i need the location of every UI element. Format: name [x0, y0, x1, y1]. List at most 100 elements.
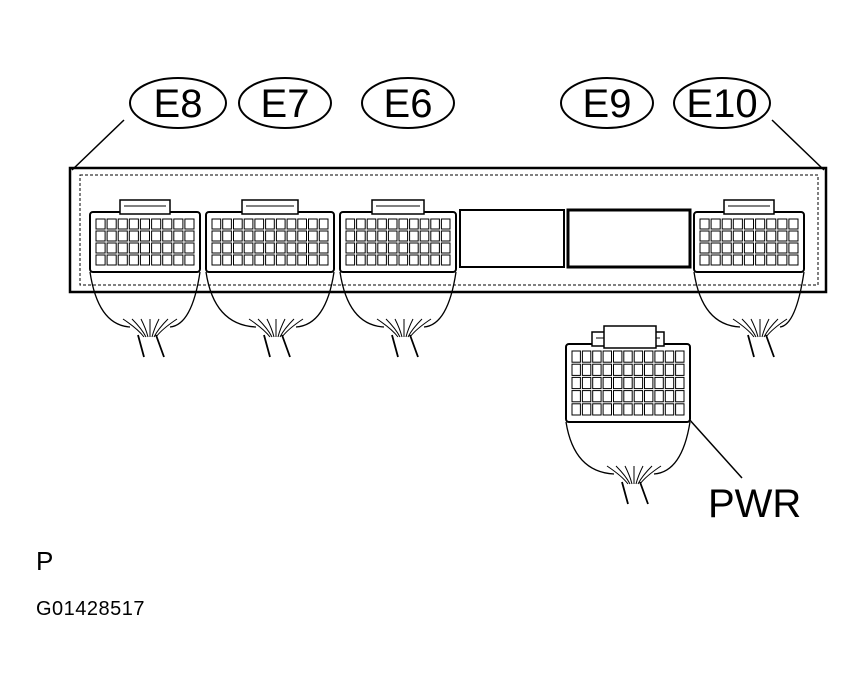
socket-pwr-pin — [644, 363, 654, 376]
socket-e8-pin — [95, 242, 106, 254]
socket-e10-pin — [710, 242, 721, 254]
socket-e10-pin — [755, 254, 766, 266]
harness-e7-outline-left — [205, 271, 257, 328]
socket-e7-pin — [297, 242, 307, 254]
socket-pwr-pin — [623, 403, 633, 416]
socket-e8-pin — [117, 254, 128, 266]
figure-code: G01428517 — [36, 598, 146, 620]
ecu-housing — [68, 166, 828, 294]
socket-pwr-pin — [581, 403, 592, 416]
socket-pwr-pin — [602, 390, 612, 403]
socket-e10-body — [693, 211, 805, 273]
socket-e10-pin — [699, 218, 710, 230]
socket-e7-pin — [318, 230, 329, 242]
socket-pwr-pin — [592, 363, 602, 376]
socket-pwr-pin — [633, 350, 644, 363]
socket-pwr-pin — [623, 390, 633, 403]
socket-e6-pin — [419, 218, 430, 230]
socket-e7-pin — [286, 254, 297, 266]
socket-e10-pin — [777, 218, 788, 230]
socket-pwr-pin — [633, 363, 644, 376]
socket-e6-pin — [356, 230, 366, 242]
socket-e10-pin — [788, 230, 799, 242]
socket-e8-pin — [173, 254, 184, 266]
socket-e10-pin — [721, 230, 732, 242]
harness-pwr-wire — [635, 465, 644, 485]
harness-e8-wire — [122, 318, 145, 338]
socket-e6-pin — [419, 254, 430, 266]
socket-e6-pin — [387, 218, 398, 230]
socket-e6-pin — [409, 218, 419, 230]
socket-e10-pin — [766, 218, 777, 230]
socket-e8-pin — [151, 242, 162, 254]
socket-e10-pin — [710, 218, 721, 230]
socket-e7-pin — [265, 230, 275, 242]
socket-e10-pin — [721, 218, 732, 230]
socket-e8-pins — [95, 218, 195, 266]
socket-e10-pin — [743, 218, 755, 230]
socket-e6-pin — [345, 218, 356, 230]
socket-e8-latch — [119, 199, 171, 215]
socket-e8-pin — [106, 218, 117, 230]
socket-pwr-pin — [633, 390, 644, 403]
harness-e10-outline-left — [693, 271, 741, 328]
socket-e8 — [89, 199, 201, 273]
socket-e10-pin — [743, 254, 755, 266]
socket-pwr-pin — [602, 350, 612, 363]
socket-e6-body — [339, 211, 457, 273]
harness-e10-wire — [741, 318, 757, 338]
socket-e6-pin — [409, 230, 419, 242]
harness-e10 — [693, 271, 805, 358]
socket-pwr-lock — [603, 325, 657, 349]
socket-e6-pin — [440, 242, 451, 254]
socket-pwr-pin — [633, 376, 644, 390]
socket-e6-pin — [398, 230, 409, 242]
socket-e8-pin — [128, 218, 139, 230]
socket-pwr-pin — [613, 376, 623, 390]
blank-socket-right — [566, 208, 692, 269]
socket-e8-pin — [162, 230, 173, 242]
socket-e8-pin — [139, 218, 150, 230]
harness-pwr — [565, 421, 691, 505]
ecu-inner-lip — [79, 174, 819, 286]
ecu-unit — [68, 166, 828, 294]
socket-pwr-pin — [592, 390, 602, 403]
socket-pwr-pin — [654, 390, 664, 403]
socket-e8-pin — [117, 218, 128, 230]
socket-e7-pin — [211, 254, 222, 266]
socket-e6-pin — [430, 218, 440, 230]
socket-e6-pins — [345, 218, 451, 266]
socket-pwr-pin — [581, 363, 592, 376]
harness-e8-cable — [137, 334, 165, 358]
harness-e7-wire — [281, 318, 304, 338]
socket-e10-pin — [755, 218, 766, 230]
socket-e10-pin — [788, 254, 799, 266]
socket-e6-pin — [387, 254, 398, 266]
harness-pwr-outline-left — [565, 421, 615, 475]
harness-e8-wire — [131, 318, 147, 338]
socket-pwr-pin — [644, 350, 654, 363]
socket-e7-pin — [233, 242, 243, 254]
harness-e6-wire — [394, 318, 403, 338]
socket-e6-latch — [371, 199, 425, 215]
socket-e7-pin — [318, 242, 329, 254]
socket-e6-pin — [387, 242, 398, 254]
socket-e6-pin — [409, 254, 419, 266]
socket-e10-pin — [732, 218, 743, 230]
harness-e6-cable — [391, 334, 419, 358]
blank-socket-left — [459, 209, 565, 268]
socket-pwr-pin — [571, 363, 581, 376]
socket-pwr-pin — [613, 350, 623, 363]
socket-pwr-pin — [613, 363, 623, 376]
socket-pwr-pin — [644, 376, 654, 390]
socket-e10-pins — [699, 218, 799, 266]
harness-e7-outline-right — [295, 271, 335, 328]
socket-e6-pin — [377, 230, 387, 242]
socket-e10-pin — [732, 242, 743, 254]
socket-e8-pin — [173, 230, 184, 242]
socket-pwr-pin — [664, 390, 675, 403]
socket-pwr-pin — [644, 390, 654, 403]
socket-e7-pin — [275, 242, 286, 254]
socket-e8-pin — [106, 254, 117, 266]
